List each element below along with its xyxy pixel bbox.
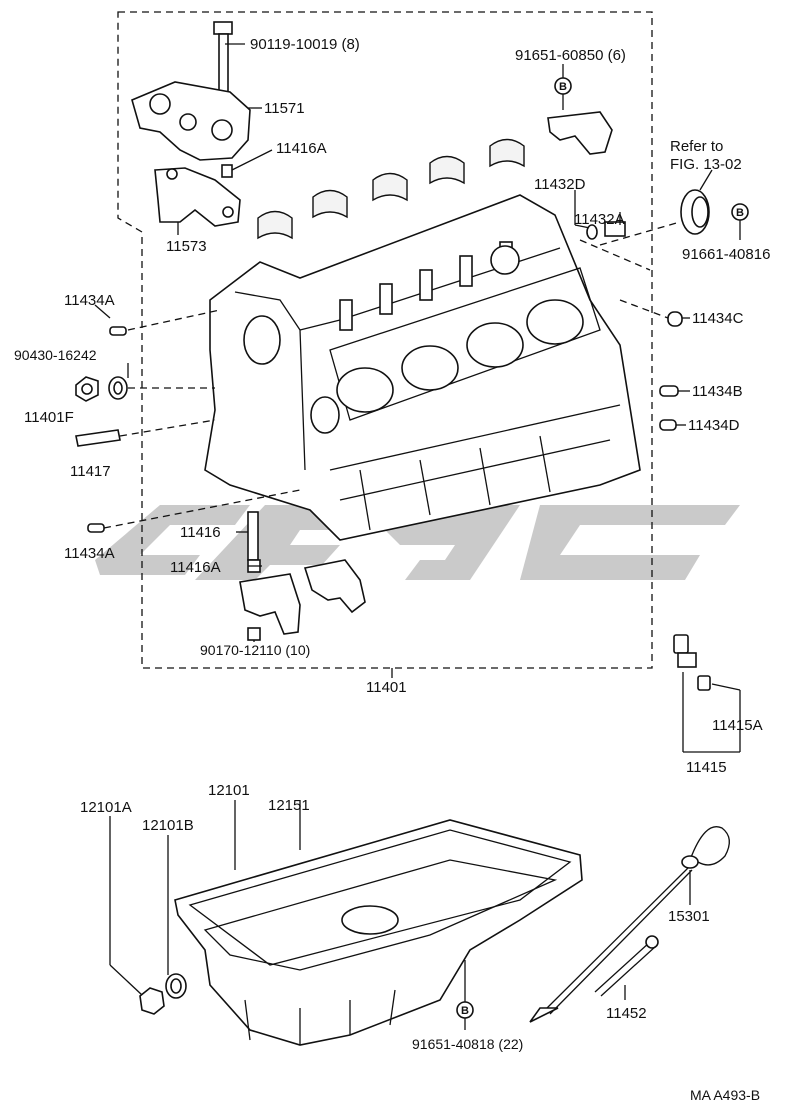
badge-b-right: B — [736, 207, 744, 219]
bearing-cap-60850-icon — [547, 64, 613, 155]
plug-11432-icon — [574, 190, 651, 271]
label-12151: 12151 — [268, 797, 310, 814]
label-11434B: 11434B — [692, 383, 743, 400]
label-refer-fig: FIG. 13-02 — [670, 156, 742, 173]
main-bearing-shells-icon — [257, 138, 525, 240]
label-11401: 11401 — [366, 679, 407, 696]
plugs-right-icon — [619, 299, 690, 431]
label-refer-to: Refer to — [670, 138, 723, 155]
dowel-pins-left-icon — [75, 304, 301, 533]
label-90170: 90170-12110 (10) — [200, 642, 310, 658]
label-12101B: 12101B — [142, 817, 194, 834]
dipstick-guide-11452-icon — [594, 935, 659, 1000]
label-12101: 12101 — [208, 782, 250, 799]
oil-pan-12101-icon — [174, 800, 583, 1046]
label-11432D: 11432D — [534, 176, 586, 193]
badge-b-bottom: B — [461, 1005, 469, 1017]
label-15301: 15301 — [668, 908, 710, 925]
label-90119: 90119-10019 (8) — [250, 36, 360, 53]
label-figure-ref: MA A493-B — [690, 1087, 760, 1103]
oil-seal-icon — [599, 169, 749, 246]
bracket-11573-icon — [154, 167, 241, 235]
label-90430: 90430-16242 — [14, 347, 97, 363]
bolt-40818-icon — [456, 960, 474, 1030]
label-11415A: 11415A — [712, 717, 763, 734]
block-assembly-frame — [117, 11, 653, 669]
label-11434A-bot: 11434A — [64, 545, 115, 562]
dipstick-15301-icon — [529, 826, 730, 1023]
label-11434D: 11434D — [688, 417, 740, 434]
label-11415: 11415 — [686, 759, 727, 776]
label-11416: 11416 — [180, 524, 221, 541]
engine-block-11401-icon — [204, 194, 641, 541]
bearing-cap-11571-icon — [131, 81, 262, 161]
label-91651-40818: 91651-40818 (22) — [412, 1036, 523, 1052]
label-11573: 11573 — [166, 238, 207, 255]
label-11571: 11571 — [264, 100, 305, 117]
label-11434A-top: 11434A — [64, 292, 115, 309]
label-11416A-bot: 11416A — [170, 559, 221, 576]
label-11452: 11452 — [606, 1005, 647, 1022]
label-11432A: 11432A — [574, 211, 625, 228]
dowel-11416A-top-icon — [221, 149, 273, 178]
label-11416A-top: 11416A — [276, 140, 327, 157]
label-12101A: 12101A — [80, 799, 132, 816]
sensor-11415-icon — [673, 634, 741, 753]
label-11417: 11417 — [70, 463, 111, 480]
label-11434C: 11434C — [692, 310, 744, 327]
bolt-90119-icon — [213, 21, 245, 93]
label-91651-60850: 91651-60850 (6) — [515, 47, 626, 64]
drain-plug-icon — [109, 816, 187, 1015]
badge-b-top: B — [559, 81, 567, 93]
lower-bearing-caps-icon — [236, 511, 366, 642]
label-91661: 91661-40816 — [682, 246, 770, 263]
label-11401F: 11401F — [24, 409, 74, 426]
